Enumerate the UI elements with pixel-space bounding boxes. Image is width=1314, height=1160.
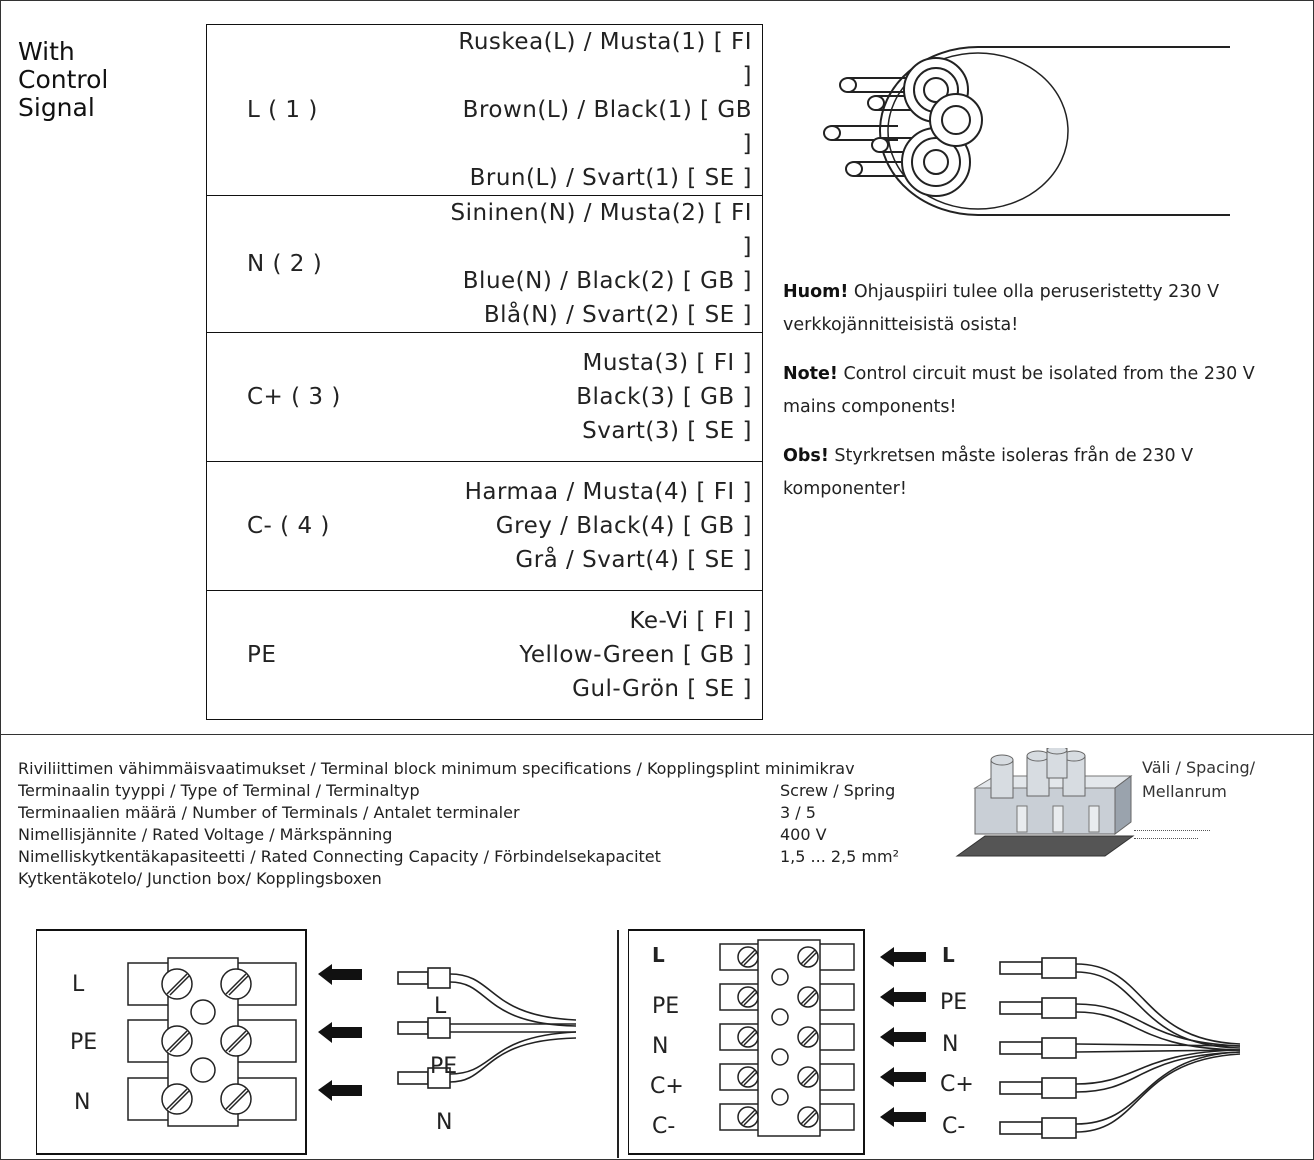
- wire-color-table: L ( 1 ) Ruskea(L) / Musta(1) [ FI ] Brow…: [206, 24, 763, 720]
- section-title: With Control Signal: [18, 38, 108, 122]
- spec-value: 1,5 ... 2,5 mm²: [780, 847, 899, 866]
- color-se: Svart(3) [ SE ]: [582, 418, 752, 444]
- terminal-label: C- ( 4 ): [206, 461, 447, 591]
- color-se: Gul-Grön [ SE ]: [572, 676, 752, 702]
- terminal-block-3-diagram: [36, 929, 577, 1155]
- wire-label: N: [436, 1110, 453, 1135]
- wire-colors: Musta(3) [ FI ] Black(3) [ GB ] Svart(3)…: [447, 332, 763, 462]
- terminal-specs: Riviliittimen vähimmäisvaatimukset / Ter…: [18, 758, 958, 918]
- wire-label: C+: [940, 1072, 974, 1097]
- table-row: C- ( 4 ) Harmaa / Musta(4) [ FI ] Grey /…: [206, 461, 763, 591]
- cable-illustration: [823, 46, 1230, 216]
- isolation-notes: Huom! Ohjauspiiri tulee olla peruseriste…: [783, 276, 1283, 522]
- spec-footer: Kytkentäkotelo/ Junction box/ Kopplingsb…: [18, 869, 382, 888]
- terminal-label: C+ ( 3 ): [206, 332, 447, 462]
- terminal-label: C+: [650, 1074, 684, 1099]
- terminal-label: PE: [652, 994, 680, 1019]
- note-lead: Huom!: [783, 282, 849, 302]
- color-gb: Blue(N) / Black(2) [ GB ]: [462, 268, 752, 294]
- table-row: C+ ( 3 ) Musta(3) [ FI ] Black(3) [ GB ]…: [206, 332, 763, 462]
- spec-name: Nimellisjännite / Rated Voltage / Märksp…: [18, 825, 393, 844]
- note-text: Control circuit must be isolated from th…: [783, 364, 1255, 417]
- terminal-label: L ( 1 ): [206, 24, 447, 196]
- spec-name: Terminaalien määrä / Number of Terminals…: [18, 803, 520, 822]
- table-row: N ( 2 ) Sininen(N) / Musta(2) [ FI ] Blu…: [206, 195, 763, 333]
- color-gb: Brown(L) / Black(1) [ GB ]: [462, 97, 752, 157]
- spec-name: Nimelliskytkentäkapasiteetti / Rated Con…: [18, 847, 661, 866]
- spacing-label: Väli / Spacing/ Mellanrum: [1142, 756, 1255, 804]
- spec-row: Nimellisjännite / Rated Voltage / Märksp…: [18, 824, 958, 846]
- color-gb: Grey / Black(4) [ GB ]: [495, 513, 752, 539]
- section-divider: [0, 734, 1314, 735]
- note-se: Obs! Styrkretsen måste isoleras från de …: [783, 440, 1283, 506]
- diagram-divider: [617, 930, 619, 1158]
- note-lead: Note!: [783, 364, 838, 384]
- spec-row: Terminaalien määrä / Number of Terminals…: [18, 802, 958, 824]
- spacing-dots: [1134, 838, 1198, 839]
- wire-colors: Ruskea(L) / Musta(1) [ FI ] Brown(L) / B…: [447, 24, 763, 196]
- terminal-label: N ( 2 ): [206, 195, 447, 333]
- spec-value: Screw / Spring: [780, 781, 896, 800]
- wire-label: L: [942, 943, 955, 967]
- wire-label: PE: [940, 990, 968, 1015]
- spec-heading: Riviliittimen vähimmäisvaatimukset / Ter…: [18, 759, 855, 778]
- terminal-label: PE: [206, 590, 447, 720]
- color-se: Brun(L) / Svart(1) [ SE ]: [469, 165, 752, 191]
- color-se: Blå(N) / Svart(2) [ SE ]: [483, 302, 752, 328]
- spacing-line: Mellanrum: [1142, 782, 1227, 801]
- color-fi: Ke-Vi [ FI ]: [629, 608, 752, 634]
- table-row: PE Ke-Vi [ FI ] Yellow-Green [ GB ] Gul-…: [206, 590, 763, 720]
- color-fi: Ruskea(L) / Musta(1) [ FI ]: [458, 29, 752, 89]
- note-gb: Note! Control circuit must be isolated f…: [783, 358, 1283, 424]
- table-row: L ( 1 ) Ruskea(L) / Musta(1) [ FI ] Brow…: [206, 24, 763, 196]
- terminal-label: L: [652, 943, 665, 967]
- note-text: Styrkretsen måste isoleras från de 230 V…: [783, 446, 1194, 499]
- color-fi: Sininen(N) / Musta(2) [ FI ]: [450, 200, 752, 260]
- color-se: Grå / Svart(4) [ SE ]: [515, 547, 752, 573]
- color-fi: Musta(3) [ FI ]: [582, 350, 752, 376]
- note-lead: Obs!: [783, 446, 829, 466]
- terminal-block-illustration: [955, 748, 1135, 857]
- terminal-label: L: [72, 972, 85, 997]
- note-fi: Huom! Ohjauspiiri tulee olla peruseriste…: [783, 276, 1283, 342]
- color-gb: Yellow-Green [ GB ]: [519, 642, 752, 668]
- wire-label: L: [434, 994, 447, 1019]
- wire-label: PE: [430, 1054, 458, 1079]
- wire-colors: Harmaa / Musta(4) [ FI ] Grey / Black(4)…: [447, 461, 763, 591]
- spacing-line: Väli / Spacing/: [1142, 758, 1256, 777]
- spec-row: Nimelliskytkentäkapasiteetti / Rated Con…: [18, 846, 958, 868]
- wire-colors: Ke-Vi [ FI ] Yellow-Green [ GB ] Gul-Grö…: [447, 590, 763, 720]
- spec-value: 3 / 5: [780, 803, 816, 822]
- terminal-label: N: [74, 1090, 91, 1115]
- title-line: With: [18, 37, 75, 66]
- terminal-block-5-diagram: [628, 929, 1241, 1155]
- terminal-label: C-: [652, 1114, 676, 1139]
- wire-colors: Sininen(N) / Musta(2) [ FI ] Blue(N) / B…: [447, 195, 763, 333]
- note-text: Ohjauspiiri tulee olla peruseristetty 23…: [783, 282, 1220, 335]
- wire-label: N: [942, 1032, 959, 1057]
- terminal-label: N: [652, 1034, 669, 1059]
- spacing-dots: [1134, 830, 1210, 831]
- wire-label: C-: [942, 1114, 966, 1139]
- title-line: Control: [18, 65, 109, 94]
- spec-value: 400 V: [780, 825, 827, 844]
- color-gb: Black(3) [ GB ]: [576, 384, 752, 410]
- spec-name: Terminaalin tyyppi / Type of Terminal / …: [18, 781, 420, 800]
- terminal-label: PE: [70, 1030, 98, 1055]
- title-line: Signal: [18, 93, 95, 122]
- spec-row: Terminaalin tyyppi / Type of Terminal / …: [18, 780, 958, 802]
- color-fi: Harmaa / Musta(4) [ FI ]: [464, 479, 752, 505]
